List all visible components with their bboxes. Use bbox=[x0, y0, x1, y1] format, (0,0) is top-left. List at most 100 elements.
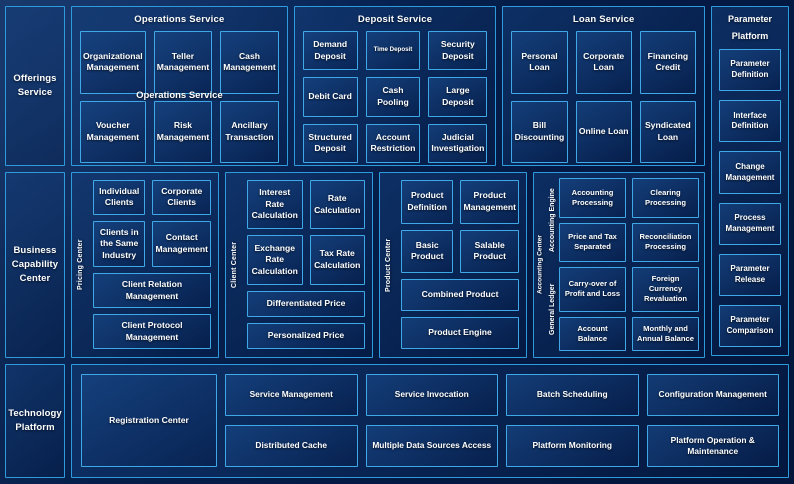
cell-time-deposit[interactable]: Time Deposit bbox=[365, 31, 421, 71]
group-accounting-center: Accounting Center Accounting Engine Acco… bbox=[533, 172, 705, 358]
cell-financing-credit[interactable]: Financing Credit bbox=[639, 31, 696, 94]
cell-interest-rate-calculation[interactable]: Interest Rate Calculation bbox=[247, 180, 303, 230]
group-product-center: Product Center Product Definition Produc… bbox=[379, 172, 527, 358]
cell-online-loan[interactable]: Online Loan bbox=[575, 100, 632, 163]
cell-corporate-loan[interactable]: Corporate Loan bbox=[575, 31, 632, 94]
cell-demand-deposit[interactable]: Demand Deposit bbox=[302, 31, 358, 71]
group-pricing-center: Pricing Center Individual Clients Corpor… bbox=[71, 172, 219, 358]
cell-clearing-processing[interactable]: Clearing Processing bbox=[632, 178, 699, 218]
cell-foreign-currency-revaluation[interactable]: Foreign Currency Revaluation bbox=[632, 267, 699, 312]
group-parameter-platform-title: Parameter Platform bbox=[727, 14, 773, 42]
cell-combined-product[interactable]: Combined Product bbox=[401, 279, 519, 312]
cell-voucher-management[interactable]: Voucher Management bbox=[80, 100, 146, 163]
cell-syndicated-loan[interactable]: Syndicated Loan bbox=[639, 100, 696, 163]
group-deposit-service: Deposit Service Demand Deposit Time Depo… bbox=[293, 6, 497, 166]
cell-change-management[interactable]: Change Management bbox=[719, 151, 781, 194]
cell-platform-monitoring[interactable]: Platform Monitoring bbox=[506, 425, 639, 467]
cell-debit-card[interactable]: Debit Card bbox=[302, 77, 358, 117]
cell-rate-calculation[interactable]: Rate Calculation bbox=[309, 180, 365, 230]
cell-bill-discounting[interactable]: Bill Discounting bbox=[511, 100, 568, 163]
subgroup-accounting-engine-cells: Accounting Processing Clearing Processin… bbox=[559, 178, 699, 262]
group-accounting-center-label: Accounting Center bbox=[536, 235, 544, 295]
cell-teller-management[interactable]: Teller Management bbox=[153, 31, 213, 94]
cell-structured-deposit[interactable]: Structured Deposit bbox=[302, 123, 358, 163]
subgroup-general-ledger: General Ledger Carry-over of Profit and … bbox=[546, 267, 699, 351]
cell-client-protocol-management[interactable]: Client Protocol Management bbox=[93, 314, 211, 349]
cell-product-definition[interactable]: Product Definition bbox=[401, 180, 454, 224]
group-operations-service: Operations Service Organizational Manage… bbox=[71, 6, 288, 166]
cell-registration-center[interactable]: Registration Center bbox=[81, 374, 217, 467]
accounting-center-subgroups: Accounting Engine Accounting Processing … bbox=[546, 173, 704, 357]
cell-product-management[interactable]: Product Management bbox=[460, 180, 519, 224]
cell-account-balance[interactable]: Account Balance bbox=[559, 316, 626, 351]
cell-batch-scheduling[interactable]: Batch Scheduling bbox=[506, 374, 639, 416]
group-client-center-label: Client Center bbox=[231, 241, 238, 289]
tech-column-4: Configuration Management Platform Operat… bbox=[646, 374, 779, 467]
cell-carry-over-of-profit-and-loss[interactable]: Carry-over of Profit and Loss bbox=[559, 267, 626, 312]
group-operations-service-title: Operations Service bbox=[134, 14, 225, 25]
cell-platform-operation-maintenance[interactable]: Platform Operation & Maintenance bbox=[646, 425, 779, 467]
cell-price-and-tax-separated[interactable]: Price and Tax Separated bbox=[559, 222, 626, 262]
cell-basic-product[interactable]: Basic Product bbox=[401, 229, 454, 274]
cell-product-engine[interactable]: Product Engine bbox=[401, 317, 519, 349]
cell-judicial-investigation[interactable]: Judicial Investigation bbox=[428, 123, 488, 163]
cell-personalized-price[interactable]: Personalized Price bbox=[247, 322, 365, 349]
parameter-platform-items: Parameter Definition Interface Definitio… bbox=[712, 47, 788, 355]
cell-service-management[interactable]: Service Management bbox=[225, 374, 358, 416]
cell-contact-management[interactable]: Contact Management bbox=[152, 220, 211, 268]
cell-personal-loan[interactable]: Personal Loan bbox=[511, 31, 568, 94]
group-client-center-cells: Interest Rate Calculation Rate Calculati… bbox=[243, 173, 372, 357]
group-deposit-service-cells: Demand Deposit Time Deposit Security Dep… bbox=[295, 31, 496, 172]
cell-risk-management[interactable]: Risk Management bbox=[153, 100, 213, 163]
cell-security-deposit[interactable]: Security Deposit bbox=[428, 31, 488, 71]
group-loan-service-cells: Personal Loan Corporate Loan Financing C… bbox=[503, 31, 704, 172]
group-pricing-center-label: Pricing Center bbox=[77, 239, 84, 291]
cell-cash-pooling[interactable]: Cash Pooling bbox=[365, 77, 421, 117]
cell-corporate-clients[interactable]: Corporate Clients bbox=[152, 180, 211, 215]
cell-distributed-cache[interactable]: Distributed Cache bbox=[225, 425, 358, 467]
cell-parameter-definition[interactable]: Parameter Definition bbox=[719, 49, 781, 92]
cell-client-relation-management[interactable]: Client Relation Management bbox=[93, 273, 211, 309]
tech-column-2: Service Invocation Multiple Data Sources… bbox=[365, 374, 498, 467]
cell-account-restriction[interactable]: Account Restriction bbox=[365, 123, 421, 163]
group-product-center-cells: Product Definition Product Management Ba… bbox=[397, 173, 526, 357]
subgroup-accounting-engine: Accounting Engine Accounting Processing … bbox=[546, 178, 699, 262]
group-loan-service: Loan Service Personal Loan Corporate Loa… bbox=[502, 6, 705, 166]
cell-large-deposit[interactable]: Large Deposit bbox=[428, 77, 488, 117]
cell-ancillary-transaction[interactable]: Ancillary Transaction bbox=[220, 100, 279, 163]
cell-interface-definition[interactable]: Interface Definition bbox=[719, 100, 781, 143]
cell-multiple-data-sources-access[interactable]: Multiple Data Sources Access bbox=[365, 425, 498, 467]
cell-reconciliation-processing[interactable]: Reconciliation Processing bbox=[632, 222, 699, 262]
cell-monthly-and-annual-balance[interactable]: Monthly and Annual Balance bbox=[632, 316, 699, 351]
cell-cash-management[interactable]: Cash Management bbox=[220, 31, 279, 94]
group-client-center: Client Center Interest Rate Calculation … bbox=[225, 172, 373, 358]
cell-service-invocation[interactable]: Service Invocation bbox=[365, 374, 498, 416]
cell-exchange-rate-calculation[interactable]: Exchange Rate Calculation bbox=[247, 235, 303, 285]
cell-parameter-comparison[interactable]: Parameter Comparison bbox=[719, 304, 781, 348]
cell-tax-rate-calculation[interactable]: Tax Rate Calculation bbox=[309, 235, 365, 285]
subgroup-general-ledger-cells: Carry-over of Profit and Loss Foreign Cu… bbox=[559, 267, 699, 351]
cell-organizational-management[interactable]: Organizational Management bbox=[80, 31, 146, 94]
cell-accounting-processing[interactable]: Accounting Processing bbox=[559, 178, 626, 218]
cell-salable-product[interactable]: Salable Product bbox=[460, 229, 519, 274]
technology-platform-body: Registration Center Service Management D… bbox=[72, 365, 788, 477]
tech-column-3: Batch Scheduling Platform Monitoring bbox=[506, 374, 639, 467]
cell-clients-in-the-same-industry[interactable]: Clients in the Same Industry bbox=[93, 220, 146, 268]
cell-process-management[interactable]: Process Management bbox=[719, 202, 781, 245]
cell-differentiated-price[interactable]: Differentiated Price bbox=[247, 290, 365, 317]
group-operations-service-cells: Organizational Management Teller Managem… bbox=[72, 31, 287, 172]
cell-parameter-release[interactable]: Parameter Release bbox=[719, 253, 781, 296]
cell-configuration-management[interactable]: Configuration Management bbox=[646, 374, 779, 416]
cell-individual-clients[interactable]: Individual Clients bbox=[93, 180, 146, 215]
group-deposit-service-title: Deposit Service bbox=[357, 14, 433, 25]
group-loan-service-title: Loan Service bbox=[572, 14, 635, 25]
group-technology-platform: Registration Center Service Management D… bbox=[71, 364, 789, 478]
